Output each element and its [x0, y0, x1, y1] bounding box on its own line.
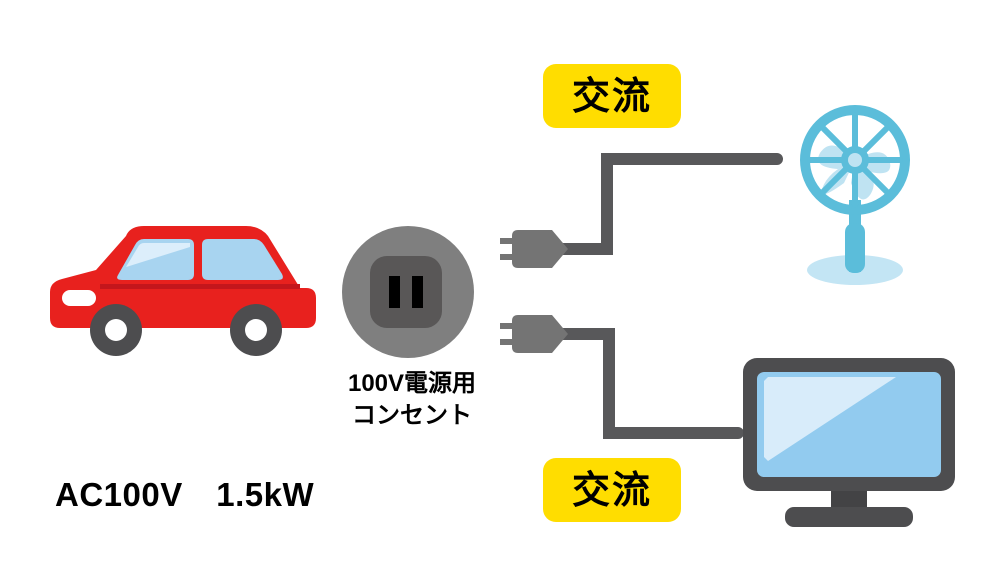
cable-to-tv-prong-bottom — [500, 339, 514, 345]
fan-guard-ring — [800, 105, 910, 215]
outlet-label: 100V電源用 コンセント — [322, 368, 502, 432]
car-rear-hub — [245, 319, 267, 341]
car-headlight — [62, 290, 96, 306]
cable-to-fan-prong-bottom — [500, 254, 514, 260]
outlet-label-line2: コンセント — [352, 402, 472, 430]
outlet-slot-left — [389, 276, 400, 308]
ac-badge-fan: 交流 — [543, 64, 681, 128]
cable-to-fan-prong-top — [500, 238, 514, 244]
outlet-plate — [370, 256, 442, 328]
cable-to-tv-plug-body — [512, 315, 568, 353]
ac-badge-fan-label: 交流 — [571, 74, 652, 118]
cable-to-fan — [500, 146, 790, 271]
car-rear-window — [202, 239, 283, 280]
electric-fan-icon — [790, 105, 940, 290]
tv-screen-highlight — [764, 377, 896, 461]
power-outlet-icon — [338, 222, 478, 362]
tv-icon — [740, 355, 975, 530]
cable-to-fan-plug-body — [512, 230, 568, 268]
cable-to-tv — [500, 308, 750, 448]
cable-to-tv-prong-top — [500, 323, 514, 329]
car-icon — [48, 222, 318, 362]
outlet-slot-right — [412, 276, 423, 308]
ac-badge-tv-label: 交流 — [571, 468, 652, 512]
car-window-highlight — [126, 243, 190, 267]
car-beltline — [100, 284, 300, 289]
outlet-label-line1: 100V電源用 — [347, 370, 477, 397]
cable-to-tv-cord — [546, 328, 744, 439]
cable-to-fan-cord — [546, 153, 783, 255]
ac-badge-tv: 交流 — [543, 458, 681, 522]
fan-hub-center — [848, 153, 862, 167]
fan-pole-collar — [845, 223, 865, 273]
tv-stand-base — [785, 507, 913, 527]
vehicle-spec-label: AC100V 1.5kW — [55, 476, 315, 513]
car-front-hub — [105, 319, 127, 341]
